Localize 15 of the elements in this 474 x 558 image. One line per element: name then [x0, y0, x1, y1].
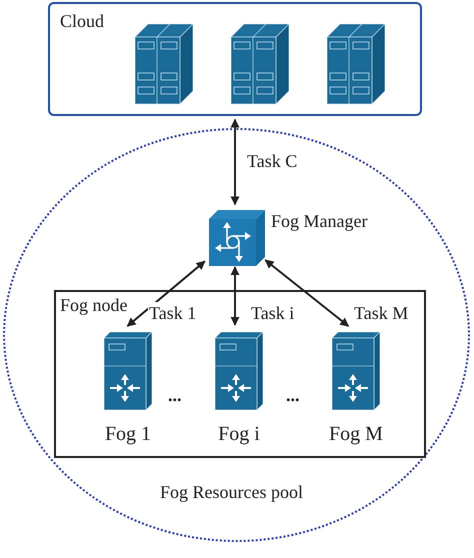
arrow: [230, 118, 240, 206]
arrow: [264, 259, 350, 327]
fog-node-box: [54, 290, 426, 458]
fog-label: Fog i: [218, 424, 260, 444]
fog-node-label: Fog node: [60, 294, 128, 317]
ellipsis-label: ...: [168, 384, 182, 407]
fog-label: Fog M: [329, 424, 383, 444]
cloud-label: Cloud: [60, 10, 104, 33]
cloud-box: [48, 2, 422, 116]
pool-label: Fog Resources pool: [160, 481, 303, 504]
arrow: [230, 266, 240, 326]
arrow: [126, 260, 206, 327]
ellipsis-label: ...: [286, 384, 300, 407]
fog-label: Fog 1: [104, 424, 152, 444]
resource-pool-ellipse: [3, 128, 470, 542]
